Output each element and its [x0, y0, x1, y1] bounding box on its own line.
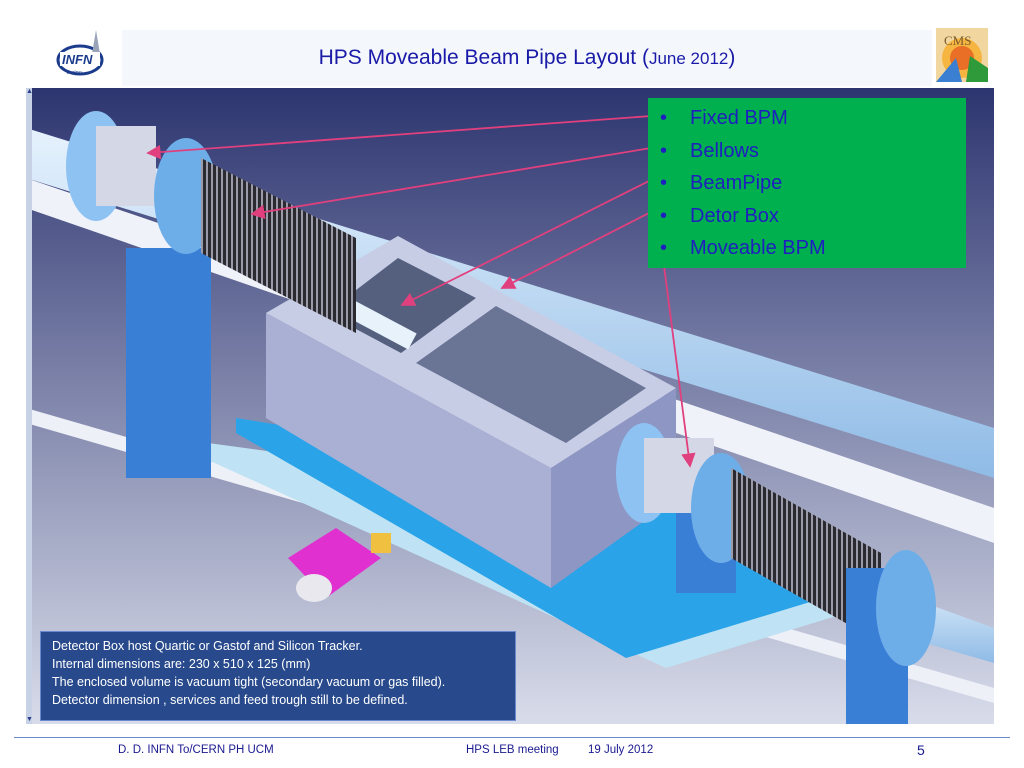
scroll-down-icon: ▼ — [26, 716, 33, 723]
legend-item-moveable-bpm: • Moveable BPM — [648, 232, 966, 265]
image-scroll-strip — [26, 88, 32, 724]
scroll-up-icon: ▲ — [26, 88, 33, 95]
title-band — [122, 30, 932, 86]
note-line: Detector dimension , services and feed t… — [52, 693, 408, 707]
footer-meeting: HPS LEB meeting — [466, 744, 559, 756]
detector-box-note: Detector Box host Quartic or Gastof and … — [40, 631, 516, 721]
legend-item-label: Moveable BPM — [690, 237, 826, 259]
title-main: HPS Moveable Beam Pipe Layout ( — [318, 46, 649, 69]
legend-item-detor-box: • Detor Box — [648, 200, 966, 233]
footer-author: D. D. INFN To/CERN PH UCM — [118, 744, 274, 756]
legend-bullet: • — [660, 172, 668, 194]
legend-item-label: Detor Box — [690, 204, 779, 227]
slide-title: HPS Moveable Beam Pipe Layout (June 2012… — [122, 46, 932, 70]
note-line: Detector Box host Quartic or Gastof and … — [52, 639, 363, 653]
legend-item-beampipe: • BeamPipe — [648, 167, 966, 200]
legend-item-label: BeamPipe — [690, 172, 783, 194]
page-number: 5 — [917, 742, 925, 758]
cms-logo-text: CMS — [944, 33, 971, 48]
footer-date: 19 July 2012 — [588, 744, 654, 756]
infn-logo-text: INFN — [62, 52, 93, 67]
title-close: ) — [728, 46, 736, 69]
legend-bullet: • — [660, 139, 668, 162]
beam-pipe-layout-image — [26, 88, 994, 724]
infn-logo: INFN Torino — [56, 30, 104, 76]
legend-item-label: Fixed BPM — [690, 107, 788, 129]
footer-divider — [14, 737, 1010, 738]
component-legend: • Fixed BPM • Bellows • BeamPipe • Detor Box… — [648, 98, 966, 268]
note-line: Internal dimensions are: 230 x 510 x 125… — [52, 657, 311, 671]
slide-header: HPS Moveable Beam Pipe Layout (June 2012… — [0, 0, 1024, 88]
legend-item-label: Bellows — [690, 139, 759, 162]
legend-item-bellows: • Bellows — [648, 135, 966, 168]
note-line: The enclosed volume is vacuum tight (sec… — [52, 675, 446, 689]
cms-logo: CMS — [936, 28, 988, 82]
legend-bullet: • — [660, 107, 668, 129]
legend-item-fixed-bpm: • Fixed BPM — [648, 102, 966, 135]
legend-bullet: • — [660, 237, 668, 259]
infn-logo-sub: Torino — [66, 70, 82, 76]
title-date: June 2012 — [648, 49, 729, 68]
legend-bullet: • — [660, 204, 668, 227]
